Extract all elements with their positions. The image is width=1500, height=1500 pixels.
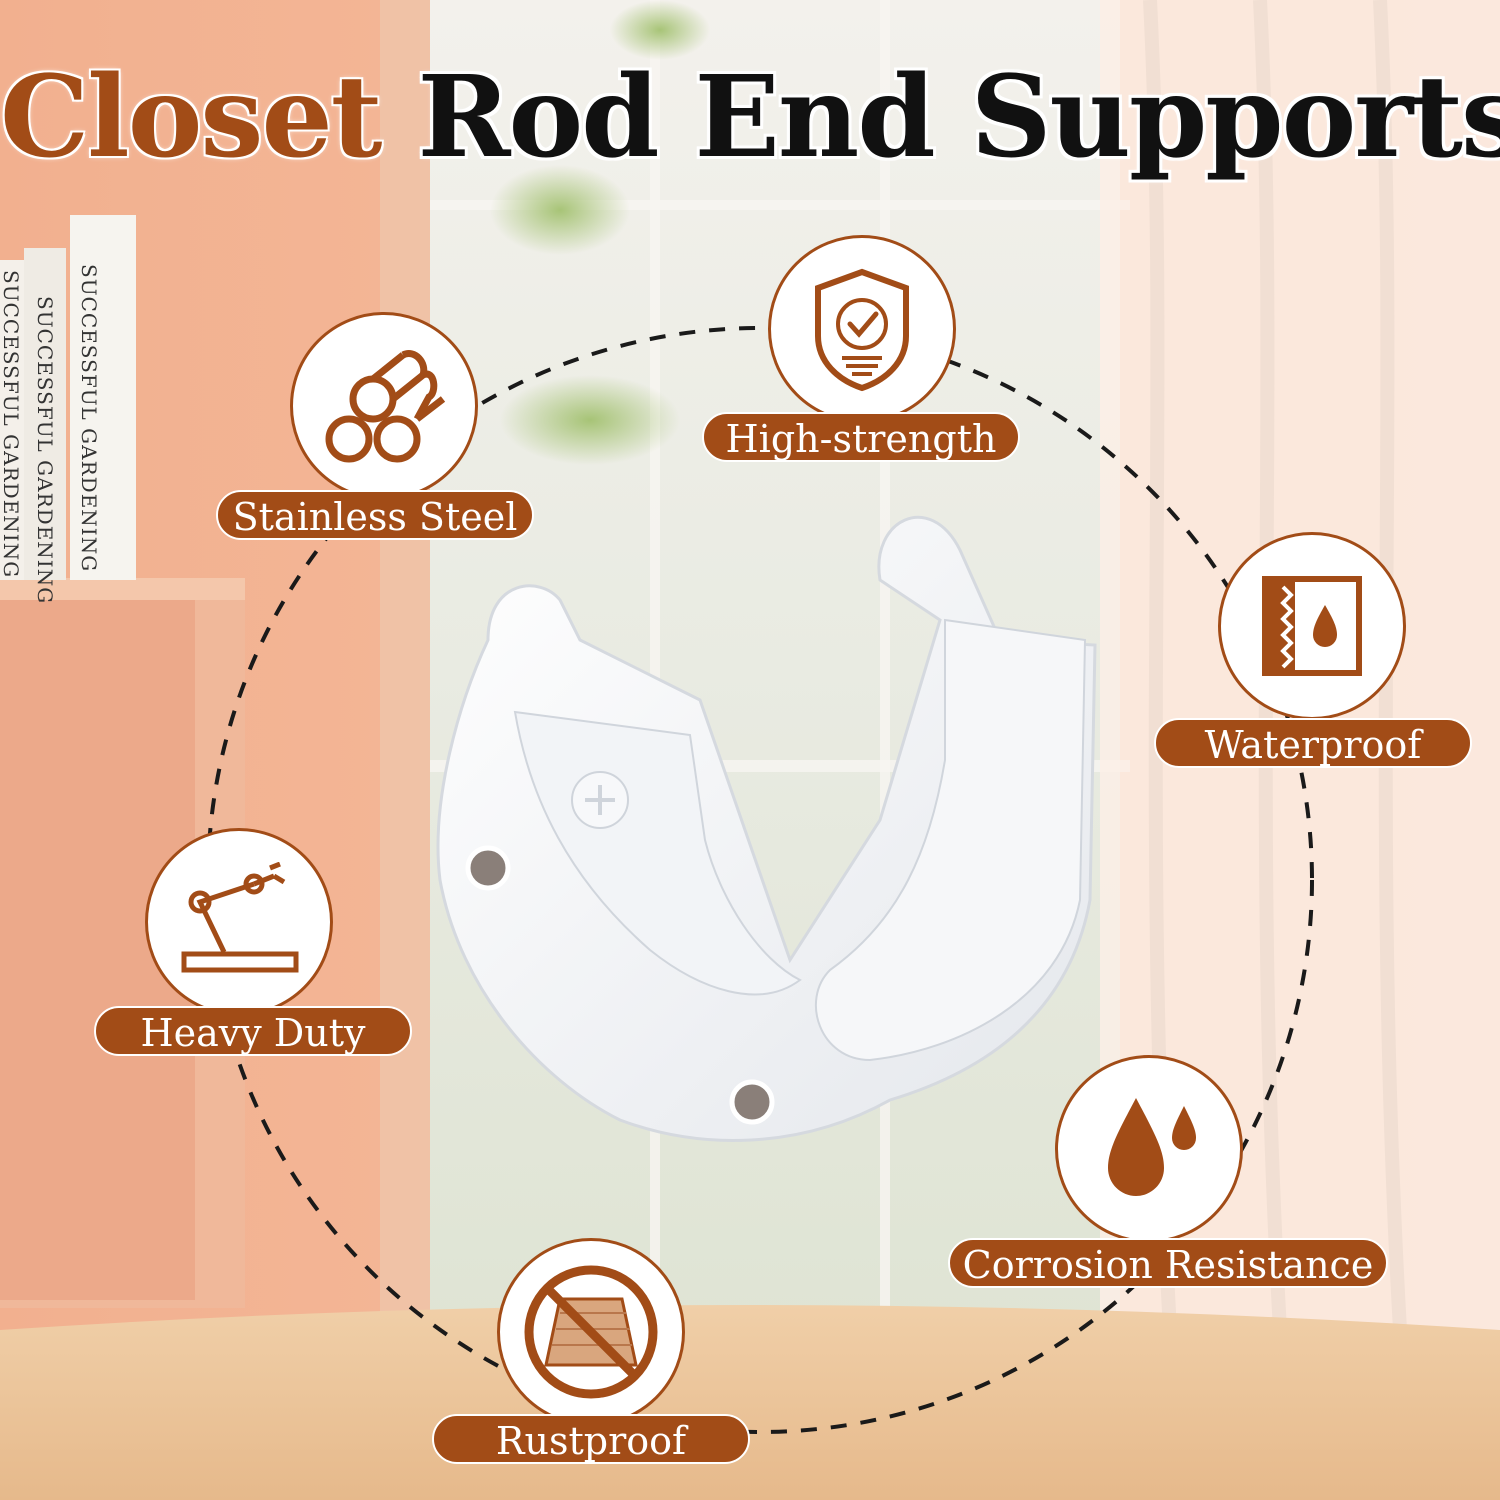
rustproof-label: Rustproof [432,1414,750,1464]
corrosion-resistance-circle [1055,1055,1243,1243]
book-3 [70,215,136,580]
stainless-steel-label: Stainless Steel [216,490,534,540]
robotic-arm-icon [181,862,299,973]
book-spine-2: SUCCESSFUL GARDENING [33,296,57,604]
window-frame-left [380,0,430,1330]
heavy-duty-label: Heavy Duty [94,1006,412,1056]
rustproof-circle [497,1238,685,1426]
page-title: Closet Rod End Supports [0,60,1500,175]
book-spine-3: SUCCESSFUL GARDENING [77,264,101,572]
corrosion-resistance-label: Corrosion Resistance [948,1238,1388,1288]
waterproof-label: Waterproof [1154,718,1472,768]
title-word-closet: Closet [0,52,384,183]
book-spine-1: SUCCESSFUL GARDENING [0,270,23,578]
dashed-circle [206,326,1314,1434]
book-2 [24,248,66,580]
book-1 [0,260,28,580]
steel-bars-icon [325,350,446,463]
waterproof-wall-icon [1262,576,1362,676]
title-rest: Rod End Supports [417,52,1500,183]
water-drops-icon [1108,1098,1196,1196]
stainless-steel-circle [290,312,478,500]
waterproof-circle [1218,532,1406,720]
high-strength-circle [768,235,956,423]
heavy-duty-circle [145,828,333,1016]
shield-check-icon [815,268,909,392]
no-rust-icon [524,1265,658,1399]
table [0,1305,1500,1500]
closet-rod-bracket [436,515,1097,1142]
high-strength-label: High-strength [702,412,1020,462]
